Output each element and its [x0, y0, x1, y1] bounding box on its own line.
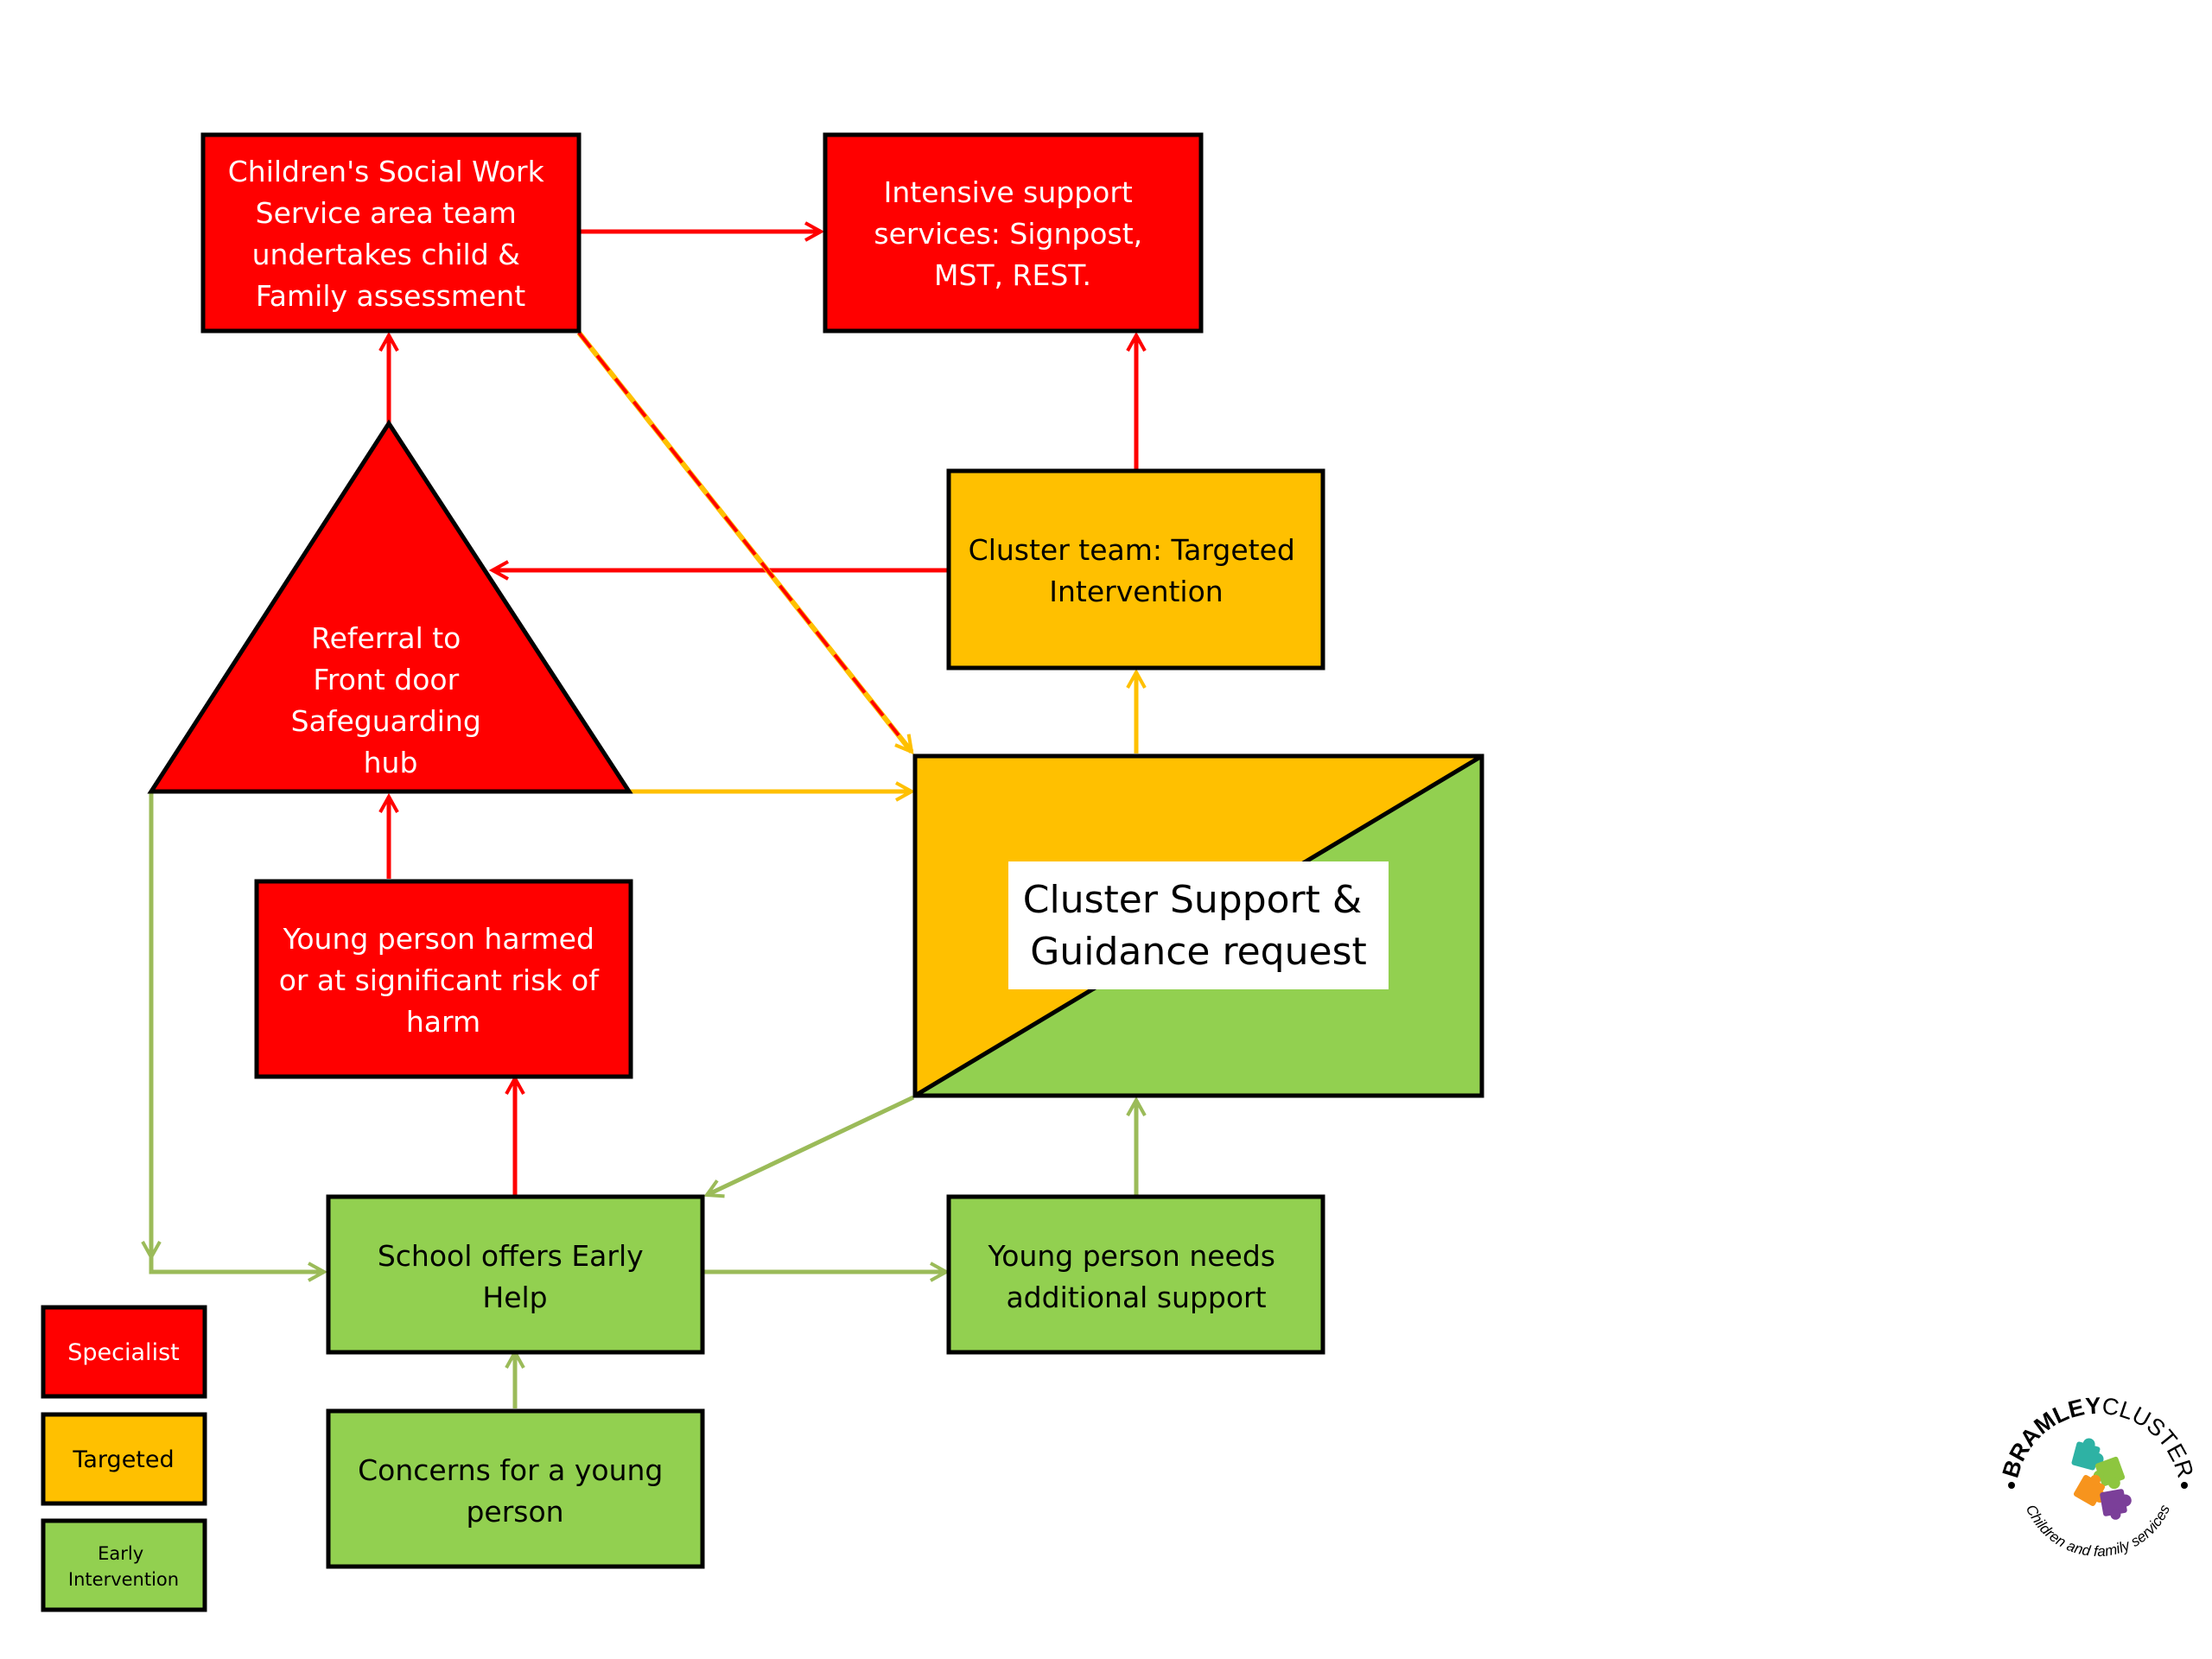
- svg-text:Cluster team: Targeted I: Cluster team: Targeted Intervention: [969, 533, 1305, 608]
- svg-text:Intensive support servic: Intensive support services: Signpost, MS…: [874, 175, 1151, 292]
- needs-line-2: additional support: [1006, 1281, 1266, 1314]
- node-school-early-help: School offers Early Help: [326, 1194, 705, 1355]
- csw-line-2: Service area team: [256, 196, 517, 230]
- clustersupport-line-1: Cluster Support &: [1023, 878, 1362, 922]
- intensive-line-1: Intensive support: [884, 175, 1133, 209]
- svg-text:School offers Early Help: School offers Early Help: [378, 1239, 652, 1314]
- csw-line-1: Children's Social Work: [228, 155, 545, 188]
- logo-tagline: Children and family services: [2023, 1502, 2173, 1560]
- csw-line-4: Family assessment: [256, 279, 525, 313]
- puzzle-pieces-icon: [2071, 1438, 2132, 1520]
- needs-line-1: Young person needs: [988, 1239, 1276, 1273]
- referral-line-3: Safeguarding: [291, 704, 481, 738]
- clusterteam-line-2: Intervention: [1049, 575, 1223, 608]
- legend-targeted: Targeted: [41, 1412, 207, 1506]
- node-concerns-young-person: Concerns for a young person: [326, 1408, 705, 1569]
- harmed-line-3: harm: [406, 1005, 480, 1039]
- legend: Specialist Targeted Early Intervention: [41, 1305, 207, 1612]
- legend-targeted-label: Targeted: [72, 1446, 174, 1473]
- node-intensive-support: Intensive support services: Signpost, MS…: [823, 132, 1204, 334]
- intensive-line-3: MST, REST.: [934, 258, 1091, 292]
- node-young-person-needs: Young person needs additional support: [946, 1194, 1325, 1355]
- legend-early-label-1: Early: [98, 1543, 143, 1564]
- referral-line-4: hub: [364, 746, 418, 779]
- referral-line-2: Front door: [313, 663, 459, 696]
- svg-text:Concerns for a young per: Concerns for a young person: [358, 1453, 672, 1529]
- school-line-2: Help: [482, 1281, 547, 1314]
- school-line-1: School offers Early: [378, 1239, 644, 1273]
- concerns-line-1: Concerns for a young: [358, 1453, 663, 1487]
- arrow-csw-to-clustersupport-dash-overlay: [577, 331, 900, 737]
- legend-early-intervention: Early Intervention: [41, 1518, 207, 1612]
- bramley-cluster-logo: BRAMLEYCLUSTER Children and family servi…: [1998, 1393, 2199, 1560]
- svg-text:Young person needs addit: Young person needs additional support: [988, 1239, 1285, 1314]
- node-referral-front-door: Referral to Front door Safeguarding hub: [147, 419, 633, 794]
- harmed-line-1: Young person harmed: [283, 922, 594, 956]
- svg-text:Referral to Front door: Referral to Front door Safeguarding hub: [291, 621, 491, 779]
- clusterteam-line-1: Cluster team: Targeted: [969, 533, 1295, 567]
- concerns-line-2: person: [466, 1495, 563, 1529]
- arrow-clustersupport-to-school: [707, 1095, 915, 1195]
- intensive-line-2: services: Signpost,: [874, 217, 1142, 251]
- svg-text:Early Intervention: Early Intervention: [68, 1543, 179, 1590]
- node-young-person-harmed: Young person harmed or at significant ri…: [254, 879, 633, 1079]
- legend-specialist: Specialist: [41, 1305, 207, 1399]
- svg-text:Young person harmed or a: Young person harmed or at significant ri…: [279, 922, 608, 1039]
- legend-early-label-2: Intervention: [68, 1569, 179, 1590]
- node-childrens-social-work: Children's Social Work Service area team…: [200, 132, 582, 334]
- harmed-line-2: or at significant risk of: [279, 963, 601, 997]
- csw-line-3: undertakes child &: [252, 238, 520, 271]
- referral-line-1: Referral to: [311, 621, 461, 655]
- clustersupport-line-2: Guidance request: [1030, 930, 1367, 974]
- svg-text:Children's Social Work S: Children's Social Work Service area team…: [228, 155, 553, 313]
- legend-specialist-label: Specialist: [67, 1339, 179, 1366]
- node-cluster-support-request: Cluster Support & Guidance request: [912, 753, 1484, 1098]
- connectors: [151, 232, 1136, 1408]
- svg-text:Cluster Support & Guidan: Cluster Support & Guidance request: [1023, 878, 1374, 974]
- node-cluster-team: Cluster team: Targeted Intervention: [946, 468, 1325, 671]
- arrow-referral-to-school: [149, 793, 324, 1272]
- cluster-support-label-box: [1008, 861, 1389, 989]
